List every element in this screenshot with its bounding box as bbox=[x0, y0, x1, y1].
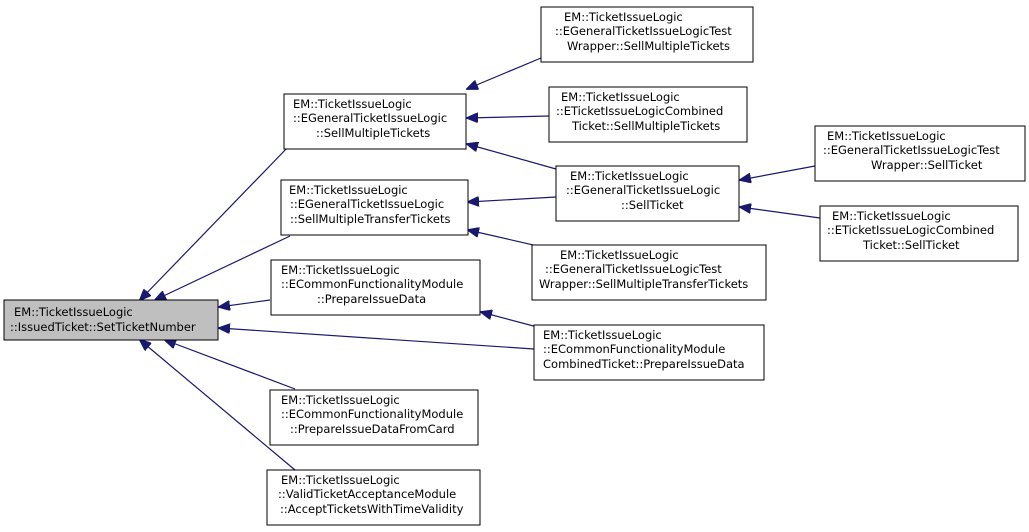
nodes-layer: EM::TicketIssueLogic ::IssuedTicket::Set… bbox=[3, 6, 1026, 526]
node-general-sell-ticket-line-2: ::EGeneralTicketIssueLogic bbox=[566, 183, 720, 197]
node-common-combined-prepare-issue-line-3: CombinedTicket::PrepareIssueData bbox=[543, 357, 745, 371]
node-common-prepare-from-card[interactable]: EM::TicketIssueLogic ::ECommonFunctional… bbox=[269, 389, 479, 446]
edge-combined-sell-ticket-to-general-sell-ticket bbox=[740, 207, 821, 219]
node-test-wrapper-sell-ticket[interactable]: EM::TicketIssueLogic ::EGeneralTicketIss… bbox=[814, 125, 1026, 182]
node-common-prepare-issue-line-3: ::PrepareIssueData bbox=[317, 292, 426, 306]
node-test-wrapper-sell-transfer-line-2: ::EGeneralTicketIssueLogicTest bbox=[545, 262, 722, 276]
node-common-prepare-from-card-line-1: EM::TicketIssueLogic bbox=[281, 393, 400, 407]
edge-general-sell-multiple-to-root bbox=[140, 144, 291, 300]
node-common-prepare-from-card-line-2: ::ECommonFunctionalityModule bbox=[281, 407, 463, 421]
node-combined-sell-ticket-line-1: EM::TicketIssueLogic bbox=[832, 209, 951, 223]
node-general-sell-ticket[interactable]: EM::TicketIssueLogic ::EGeneralTicketIss… bbox=[555, 165, 740, 222]
node-combined-sell-ticket[interactable]: EM::TicketIssueLogic ::ETicketIssueLogic… bbox=[819, 205, 1019, 262]
node-common-prepare-from-card-line-3: ::PrepareIssueDataFromCard bbox=[290, 422, 455, 436]
node-test-wrapper-sell-ticket-line-3: Wrapper::SellTicket bbox=[871, 158, 983, 172]
node-general-sell-multiple-line-3: ::SellMultipleTickets bbox=[316, 126, 430, 140]
node-common-combined-prepare-issue[interactable]: EM::TicketIssueLogic ::ECommonFunctional… bbox=[533, 324, 765, 381]
node-root[interactable]: EM::TicketIssueLogic ::IssuedTicket::Set… bbox=[3, 299, 219, 341]
edges-layer bbox=[140, 57, 821, 471]
edge-common-prepare-from-card-to-root bbox=[165, 340, 296, 390]
node-valid-acceptance-line-2: ::ValidTicketAcceptanceModule bbox=[278, 487, 456, 501]
node-common-prepare-issue[interactable]: EM::TicketIssueLogic ::ECommonFunctional… bbox=[270, 259, 481, 316]
node-test-wrapper-sell-ticket-line-1: EM::TicketIssueLogic bbox=[827, 129, 946, 143]
edge-test-wrapper-sell-transfer-to-general-sell-transfer bbox=[468, 230, 543, 248]
edge-common-prepare-issue-to-root bbox=[219, 299, 271, 307]
node-general-sell-transfer[interactable]: EM::TicketIssueLogic ::EGeneralTicketIss… bbox=[280, 179, 469, 236]
node-general-sell-multiple-line-1: EM::TicketIssueLogic bbox=[293, 97, 412, 111]
node-general-sell-transfer-line-3: ::SellMultipleTransferTickets bbox=[290, 212, 450, 226]
node-combined-sell-multiple-line-2: ::ETicketIssueLogicCombined bbox=[556, 104, 723, 118]
node-test-wrapper-sell-multiple[interactable]: EM::TicketIssueLogic ::EGeneralTicketIss… bbox=[540, 6, 754, 63]
edge-general-sell-transfer-to-root bbox=[155, 235, 291, 300]
node-root-line-1: EM::TicketIssueLogic bbox=[14, 305, 133, 319]
edge-test-wrapper-sell-ticket-to-general-sell-ticket bbox=[740, 165, 816, 180]
node-general-sell-transfer-line-2: ::EGeneralTicketIssueLogic bbox=[290, 197, 444, 211]
edge-common-combined-prepare-issue-to-root bbox=[219, 328, 535, 350]
node-general-sell-multiple[interactable]: EM::TicketIssueLogic ::EGeneralTicketIss… bbox=[283, 93, 467, 150]
node-combined-sell-multiple[interactable]: EM::TicketIssueLogic ::ETicketIssueLogic… bbox=[548, 86, 748, 143]
edge-valid-acceptance-to-root bbox=[140, 340, 296, 471]
node-test-wrapper-sell-multiple-line-3: Wrapper::SellMultipleTickets bbox=[567, 39, 730, 53]
node-test-wrapper-sell-multiple-line-2: ::EGeneralTicketIssueLogicTest bbox=[555, 24, 732, 38]
node-valid-acceptance-line-3: ::AcceptTicketsWithTimeValidity bbox=[280, 502, 464, 516]
node-combined-sell-multiple-line-3: Ticket::SellMultipleTickets bbox=[571, 119, 720, 133]
node-test-wrapper-sell-ticket-line-2: ::EGeneralTicketIssueLogicTest bbox=[823, 143, 1000, 157]
node-general-sell-ticket-line-1: EM::TicketIssueLogic bbox=[570, 169, 689, 183]
edge-common-combined-to-common-prepare-issue bbox=[481, 312, 542, 329]
edge-general-sell-ticket-to-general-sell-transfer bbox=[468, 197, 557, 202]
node-test-wrapper-sell-transfer[interactable]: EM::TicketIssueLogic ::EGeneralTicketIss… bbox=[531, 244, 767, 301]
node-combined-sell-ticket-line-2: ::ETicketIssueLogicCombined bbox=[827, 223, 994, 237]
node-test-wrapper-sell-transfer-line-1: EM::TicketIssueLogic bbox=[560, 248, 679, 262]
node-valid-acceptance-line-1: EM::TicketIssueLogic bbox=[281, 473, 400, 487]
node-general-sell-transfer-line-1: EM::TicketIssueLogic bbox=[289, 183, 408, 197]
node-test-wrapper-sell-transfer-line-3: Wrapper::SellMultipleTransferTickets bbox=[539, 277, 748, 291]
node-common-combined-prepare-issue-line-2: ::ECommonFunctionalityModule bbox=[543, 342, 725, 356]
edge-combined-sell-multiple-to-general-sell-multiple bbox=[467, 116, 550, 118]
node-combined-sell-ticket-line-3: Ticket::SellTicket bbox=[862, 238, 960, 252]
edge-general-sell-ticket-to-general-sell-multiple bbox=[467, 144, 557, 170]
node-common-prepare-issue-line-1: EM::TicketIssueLogic bbox=[281, 263, 400, 277]
node-root-line-2: ::IssuedTicket::SetTicketNumber bbox=[10, 320, 196, 334]
node-valid-acceptance[interactable]: EM::TicketIssueLogic ::ValidTicketAccept… bbox=[266, 469, 481, 526]
edge-test-wrapper-sell-multiple-to-general-sell-multiple bbox=[467, 57, 542, 89]
node-common-combined-prepare-issue-line-1: EM::TicketIssueLogic bbox=[543, 328, 662, 342]
node-test-wrapper-sell-multiple-line-1: EM::TicketIssueLogic bbox=[564, 10, 683, 24]
node-common-prepare-issue-line-2: ::ECommonFunctionalityModule bbox=[281, 277, 463, 291]
node-combined-sell-multiple-line-1: EM::TicketIssueLogic bbox=[561, 90, 680, 104]
node-general-sell-multiple-line-2: ::EGeneralTicketIssueLogic bbox=[293, 111, 447, 125]
node-general-sell-ticket-line-3: ::SellTicket bbox=[621, 198, 684, 212]
